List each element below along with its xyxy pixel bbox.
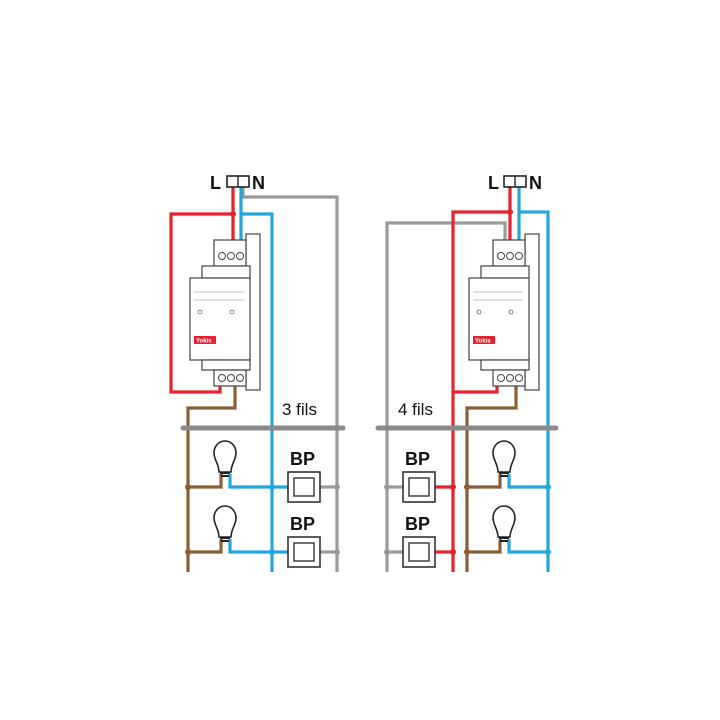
junctions-right xyxy=(384,209,551,555)
push-button-icon xyxy=(402,536,436,568)
control-wire xyxy=(241,186,339,572)
terminal-block-icon: L N xyxy=(210,173,265,193)
din-module-icon: Yokis xyxy=(468,233,540,391)
neutral-wire xyxy=(239,186,274,572)
control-wire xyxy=(385,221,507,572)
neutral-wire xyxy=(517,186,550,572)
module-brand-label: Yokis xyxy=(196,339,212,345)
terminal-n-label: N xyxy=(252,173,265,193)
din-module-icon: Yokis xyxy=(189,233,261,391)
push-button-icon xyxy=(287,536,321,568)
wiring-label: 3 fils xyxy=(282,400,317,419)
junctions-left xyxy=(185,211,340,555)
terminal-l-label: L xyxy=(210,173,221,193)
button-1-label: BP xyxy=(405,449,430,469)
switched-lamp-1 xyxy=(467,474,502,489)
button-2-label: BP xyxy=(405,514,430,534)
wires-right xyxy=(385,186,550,572)
diagram-3-wire: L N Yokis xyxy=(169,173,346,572)
button-2-label: BP xyxy=(290,514,315,534)
switched-lamp-2 xyxy=(467,539,502,554)
terminal-block-icon: L N xyxy=(488,173,542,193)
light-bulb-icon xyxy=(492,440,516,477)
push-button-icon xyxy=(287,471,321,503)
neutral-lamp-2 xyxy=(228,539,288,554)
terminal-n-label: N xyxy=(529,173,542,193)
neutral-lamp-1 xyxy=(228,474,288,489)
button-1-label: BP xyxy=(290,449,315,469)
light-bulb-icon xyxy=(213,505,237,542)
switched-lamp-1 xyxy=(188,474,223,489)
wiring-label: 4 fils xyxy=(398,400,433,419)
light-bulb-icon xyxy=(213,440,237,477)
switched-lamp-2 xyxy=(188,539,223,554)
module-brand-label: Yokis xyxy=(475,339,491,345)
terminal-l-label: L xyxy=(488,173,499,193)
push-button-icon xyxy=(402,471,436,503)
phase-wire xyxy=(169,186,235,394)
neutral-lamp-1 xyxy=(507,474,548,489)
light-bulb-icon xyxy=(492,505,516,542)
diagram-4-wire: L N Yokis xyxy=(375,173,559,572)
phase-return xyxy=(453,374,499,394)
neutral-lamp-2 xyxy=(507,539,548,554)
